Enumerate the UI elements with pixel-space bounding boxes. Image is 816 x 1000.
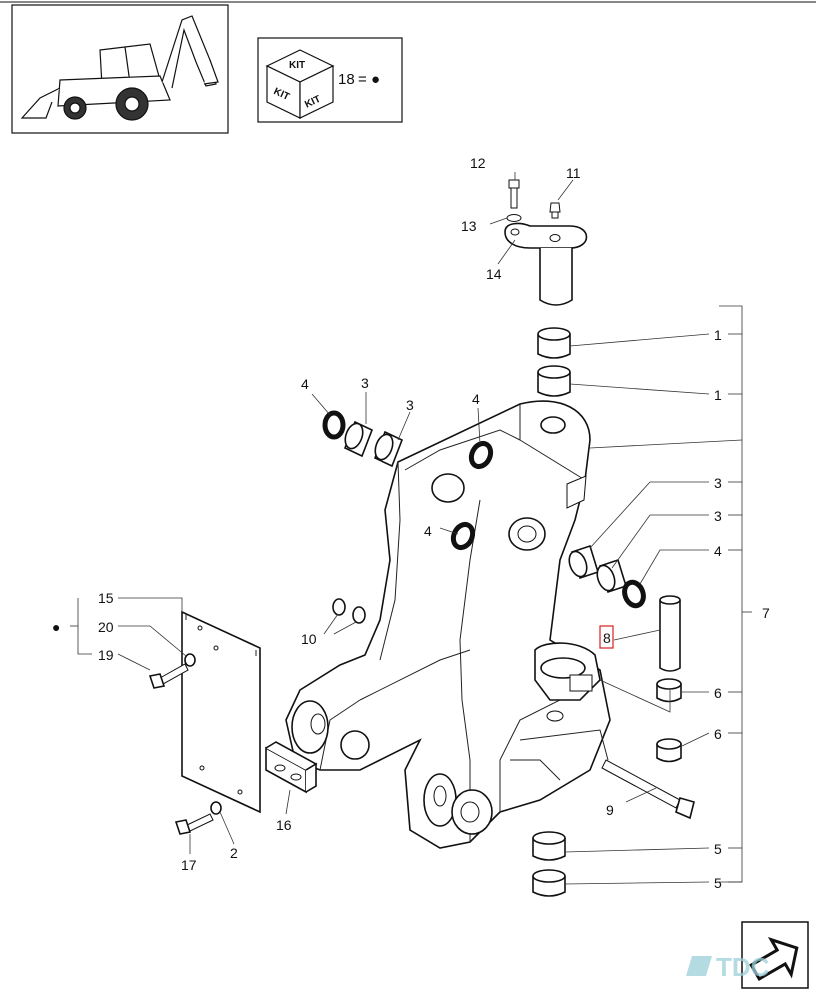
callout-1a: 1: [714, 327, 722, 343]
callout-14: 14: [486, 266, 502, 282]
machine-thumbnail: [11, 4, 229, 134]
grease-fittings: [332, 598, 366, 624]
callout-3a: 3: [361, 375, 369, 391]
kit-legend-bullet: ●: [371, 71, 380, 88]
pin-8: [659, 595, 681, 672]
leader-lines: [70, 172, 752, 885]
callout-4b: 4: [472, 391, 480, 407]
callout-4a: 4: [301, 376, 309, 392]
arrow-icon: [749, 937, 799, 981]
cover-plate: [148, 610, 261, 835]
next-page-button[interactable]: [741, 921, 809, 989]
callout-20: 20: [98, 619, 114, 635]
callout-4c: 4: [424, 523, 432, 539]
callout-2: 2: [230, 845, 238, 861]
kit-cube-icon: [265, 49, 335, 119]
callout-7: 7: [762, 605, 770, 621]
callout-6b: 6: [714, 726, 722, 742]
kit-legend-equals: =: [358, 71, 367, 88]
callout-5b: 5: [714, 875, 722, 891]
bushings-upper: [537, 327, 571, 397]
callout-11: 11: [566, 165, 581, 181]
right-bushing-set: [568, 544, 646, 609]
callout-15: 15: [98, 590, 114, 606]
callout-8-highlight: [599, 625, 614, 649]
kit-legend: KIT KIT KIT 18 = ●: [257, 37, 403, 123]
kit-bullet: ●: [52, 619, 60, 635]
swing-frame: [285, 400, 611, 849]
callout-labels: 1 1 2 3 3 3 3 4 4 4 4 5 5 6 6 7 8 9 10 1…: [52, 155, 770, 891]
backhoe-loader-icon: [20, 15, 219, 121]
bracket-16: [265, 741, 318, 794]
callout-3c: 3: [714, 475, 722, 491]
callout-12: 12: [470, 155, 486, 171]
callout-4d: 4: [714, 543, 722, 559]
callout-5a: 5: [714, 841, 722, 857]
bolt-9: [601, 759, 695, 820]
callout-3b: 3: [406, 397, 414, 413]
bushings-5: [532, 831, 566, 897]
kit-legend-number: 18: [338, 71, 355, 88]
bushings-6: [656, 678, 682, 763]
callout-19: 19: [98, 647, 114, 663]
callout-1b: 1: [714, 387, 722, 403]
top-pin-assembly: [504, 179, 588, 306]
tdc-logo-text: TDC: [716, 952, 770, 982]
left-bushing-set: [322, 410, 404, 468]
kit-label-top: KIT: [289, 60, 305, 71]
callout-17: 17: [181, 857, 197, 873]
callout-9: 9: [606, 802, 614, 818]
callout-3d: 3: [714, 508, 722, 524]
center-seals: [450, 440, 494, 551]
callout-6a: 6: [714, 685, 722, 701]
tdc-mark-icon: [686, 956, 712, 976]
callout-8: 8: [603, 630, 611, 646]
callout-16: 16: [276, 817, 292, 833]
callout-13: 13: [461, 218, 477, 234]
tdc-logo: TDC: [686, 952, 770, 982]
callout-10: 10: [301, 631, 317, 647]
